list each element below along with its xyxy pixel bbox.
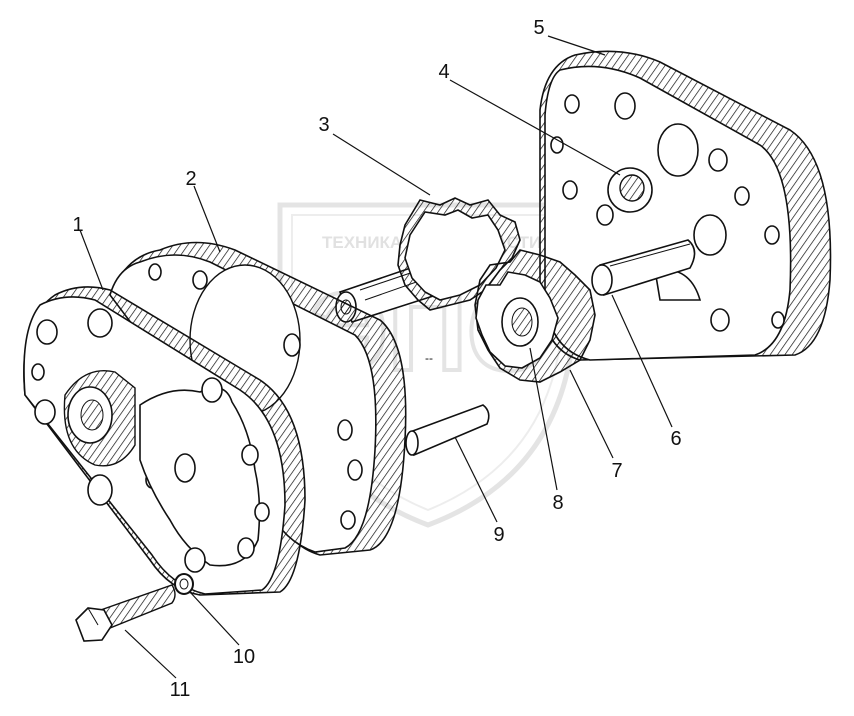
callout-labels: 1 2 3 4 5 6 7 8 9 10 11: [72, 17, 681, 701]
callout-7: 7: [611, 460, 622, 482]
bolt: [75, 584, 176, 642]
callout-11: 11: [170, 679, 191, 701]
gear-bore: [501, 297, 539, 347]
dowel-pin: [405, 404, 490, 457]
driven-gear: [474, 249, 596, 383]
leader-lines: [79, 35, 673, 679]
callout-2: 2: [185, 168, 196, 190]
callout-4: 4: [438, 61, 449, 83]
center-mark: -‑: [425, 351, 433, 365]
callout-8: 8: [552, 492, 563, 514]
callout-10: 10: [233, 646, 255, 668]
callout-6: 6: [670, 428, 681, 450]
spring-washer: [174, 573, 194, 595]
bushing: [607, 167, 653, 213]
pump-cover: [23, 286, 306, 596]
callout-3: 3: [318, 114, 329, 136]
callout-1: 1: [72, 214, 83, 236]
driven-gear-axle: [591, 239, 696, 297]
callout-9: 9: [493, 524, 504, 546]
callout-5: 5: [533, 17, 544, 39]
watermark-left-text: ТЕХНИКА: [322, 233, 402, 252]
